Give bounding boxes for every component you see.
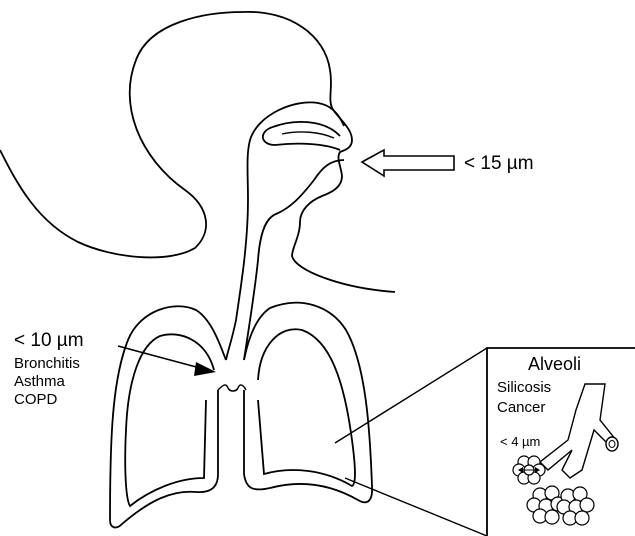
leader-line-bottom bbox=[345, 478, 487, 536]
bronchiole-end-inner bbox=[609, 441, 615, 448]
bronchi-disease-1: Bronchitis bbox=[14, 355, 80, 372]
right-lung-inner bbox=[258, 329, 355, 486]
bronchi-disease-3: COPD bbox=[14, 391, 58, 408]
bronchi-disease-2: Asthma bbox=[14, 373, 66, 390]
nose-size-label: < 15 µm bbox=[464, 153, 534, 174]
head-outline bbox=[0, 12, 243, 257]
face-outline bbox=[243, 12, 395, 292]
alveoli-size-label: < 4 µm bbox=[500, 434, 540, 449]
bronchi-size-label: < 10 µm bbox=[14, 330, 84, 351]
alveolar-cluster-right bbox=[557, 487, 594, 525]
bronchi-arrow-shaft bbox=[118, 346, 200, 368]
nasal-passage-inner bbox=[282, 132, 334, 138]
bronchus-left bbox=[218, 385, 228, 390]
airway-outer bbox=[226, 102, 344, 360]
bronchus-right bbox=[238, 385, 246, 390]
nose-arrow bbox=[362, 150, 454, 176]
alveoli-title: Alveoli bbox=[528, 354, 581, 374]
alveoli-disease-1: Silicosis bbox=[497, 379, 551, 396]
carina bbox=[228, 388, 238, 391]
alveoli-disease-2: Cancer bbox=[497, 399, 545, 416]
bronchiole-branch bbox=[540, 384, 616, 478]
